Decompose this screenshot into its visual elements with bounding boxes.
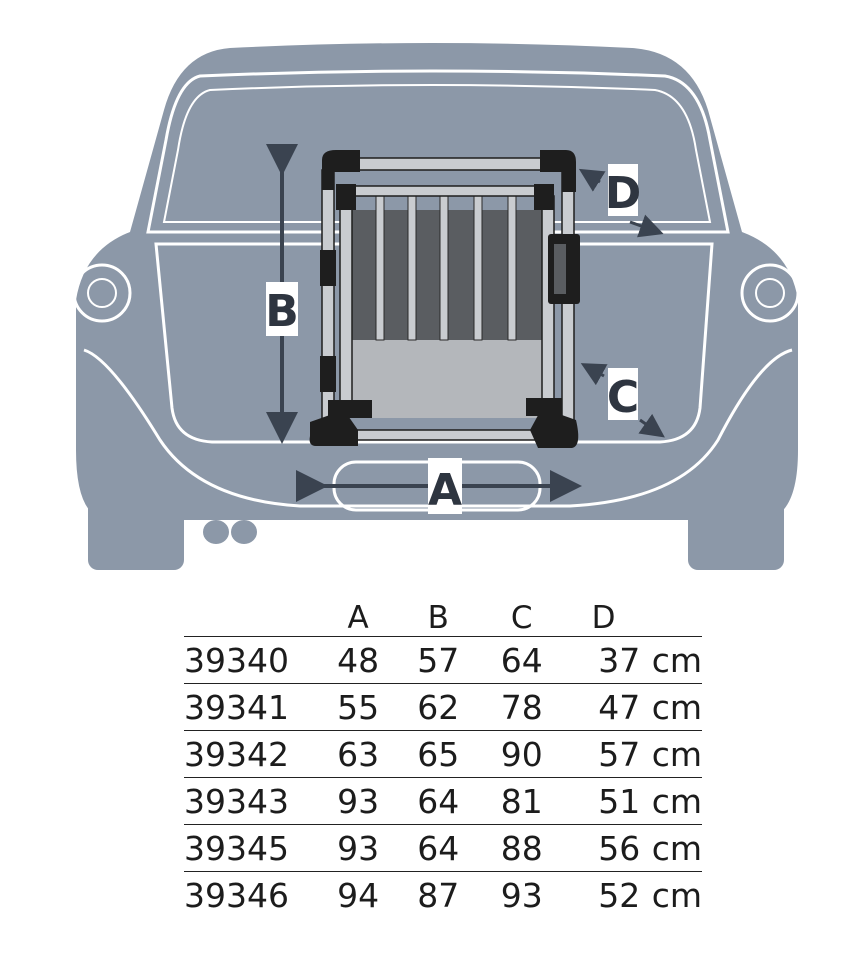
value-b: 87 (417, 875, 460, 915)
value-a: 48 (316, 636, 400, 684)
right-tail-light (740, 263, 800, 323)
table-row: 39345 93 64 88 56 cm (184, 824, 702, 872)
unit: cm (640, 824, 702, 872)
exhaust-pipe (203, 520, 229, 544)
table-row: 39343 93 64 81 51 cm (184, 777, 702, 825)
crate-bars (375, 194, 517, 341)
article-number: 39342 (184, 730, 317, 778)
table-header-row: A B C D (184, 596, 702, 637)
rear-window-inner (162, 84, 712, 223)
value-c: 93 (500, 875, 543, 915)
header-d: D (566, 596, 641, 637)
unit: cm (640, 730, 702, 778)
bumper-line (83, 348, 793, 508)
article-number: 39341 (184, 683, 317, 731)
dog-crate (309, 150, 580, 448)
value-a: 63 (316, 730, 400, 778)
label-c: C (607, 372, 639, 423)
dimension-d: D (578, 164, 664, 238)
value-a: 55 (316, 683, 400, 731)
crate-floor-panel (352, 340, 542, 418)
left-tail-light (72, 263, 132, 323)
label-a: A (428, 465, 462, 516)
article-number: 39346 (184, 875, 289, 915)
header-article (184, 596, 317, 637)
header-c: C (476, 596, 567, 637)
rear-window (146, 69, 730, 234)
unit: cm (640, 683, 702, 731)
value-d: 37 (566, 636, 641, 684)
value-b: 65 (399, 730, 477, 778)
size-table: A B C D 39340 48 57 64 37 cm 39341 55 62… (184, 596, 702, 918)
label-b: B (265, 286, 299, 337)
table-row: 39346 94 87 93 52 cm (184, 872, 702, 919)
value-b: 62 (399, 683, 477, 731)
table-row: 39342 63 65 90 57 cm (184, 730, 702, 778)
left-tail-light-inner (87, 278, 117, 308)
dimension-a: A (296, 458, 582, 516)
right-tail-light-inner (755, 278, 785, 308)
unit: cm (640, 636, 702, 684)
header-b: B (399, 596, 477, 637)
header-unit (640, 596, 702, 637)
value-a: 93 (316, 777, 400, 825)
value-d: 51 (566, 777, 641, 825)
value-c: 88 (476, 824, 567, 872)
value-c: 64 (476, 636, 567, 684)
value-a: 94 (337, 875, 380, 915)
exhaust-pipe (231, 520, 257, 544)
unit: cm (651, 875, 702, 915)
value-d: 56 (566, 824, 641, 872)
article-number: 39343 (184, 777, 317, 825)
table-row: 39340 48 57 64 37 cm (184, 636, 702, 684)
article-number: 39345 (184, 824, 317, 872)
value-c: 81 (476, 777, 567, 825)
value-b: 64 (399, 824, 477, 872)
car-crate-diagram: B A D C (72, 43, 800, 570)
dimension-b: B (265, 144, 299, 444)
tailgate (154, 242, 714, 444)
unit: cm (640, 777, 702, 825)
dimension-c: C (580, 363, 665, 438)
value-d: 52 (598, 875, 641, 915)
value-b: 64 (399, 777, 477, 825)
label-d: D (605, 168, 642, 219)
table-row: 39341 55 62 78 47 cm (184, 683, 702, 731)
value-d: 47 (566, 683, 641, 731)
article-number: 39340 (184, 636, 317, 684)
value-c: 90 (476, 730, 567, 778)
value-c: 78 (476, 683, 567, 731)
value-d: 57 (566, 730, 641, 778)
value-b: 57 (399, 636, 477, 684)
header-a: A (316, 596, 400, 637)
value-a: 93 (316, 824, 400, 872)
